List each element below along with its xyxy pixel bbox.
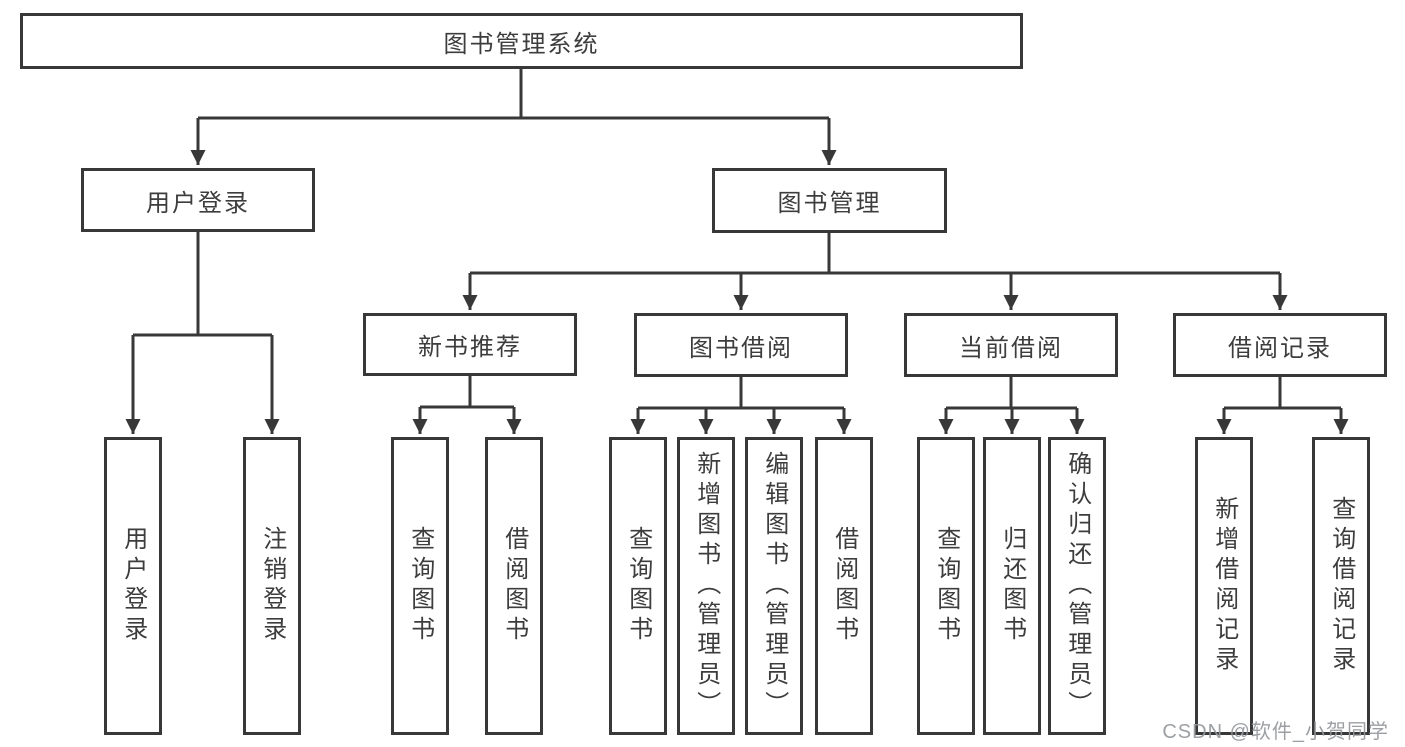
node-label: 用户登录 xyxy=(119,526,147,646)
node-label: 查询图书 xyxy=(406,526,434,646)
node-book-borrowing: 图书借阅 xyxy=(634,313,848,377)
node-library-management-system: 图书管理系统 xyxy=(20,13,1023,69)
node-confirm-return-admin: 确认归还（管理员） xyxy=(1048,437,1106,735)
node-label: 编辑图书（管理员） xyxy=(760,451,788,721)
node-label: 图书管理系统 xyxy=(443,30,600,58)
node-query-books-recommend: 查询图书 xyxy=(391,437,449,735)
node-label: 查询借阅记录 xyxy=(1327,496,1355,676)
node-label: 查询图书 xyxy=(624,526,652,646)
node-query-borrow-record: 查询借阅记录 xyxy=(1312,437,1370,735)
node-logout: 注销登录 xyxy=(243,437,301,735)
node-label: 新增图书（管理员） xyxy=(692,451,720,721)
node-new-book-recommend: 新书推荐 xyxy=(363,313,577,376)
node-label: 新书推荐 xyxy=(418,334,522,361)
node-edit-books-admin: 编辑图书（管理员） xyxy=(745,437,803,735)
node-current-borrowing: 当前借阅 xyxy=(904,313,1118,377)
node-label: 新增借阅记录 xyxy=(1210,496,1238,676)
csdn-watermark: CSDN @软件_小贺同学 xyxy=(1162,721,1389,743)
node-label: 借阅图书 xyxy=(830,526,858,646)
node-label: 确认归还（管理员） xyxy=(1063,451,1091,721)
node-label: 归还图书 xyxy=(998,526,1026,646)
node-return-books: 归还图书 xyxy=(983,437,1041,735)
node-label: 图书借阅 xyxy=(689,334,793,362)
node-user-login: 用户登录 xyxy=(81,168,315,232)
node-label: 借阅图书 xyxy=(500,526,528,646)
node-book-management: 图书管理 xyxy=(712,168,947,233)
node-label: 借阅记录 xyxy=(1228,334,1332,362)
node-add-borrow-record: 新增借阅记录 xyxy=(1195,437,1253,735)
node-query-books-current: 查询图书 xyxy=(917,437,975,735)
node-borrow-books: 借阅图书 xyxy=(815,437,873,735)
node-borrowing-records: 借阅记录 xyxy=(1173,313,1387,377)
node-add-books-admin: 新增图书（管理员） xyxy=(677,437,735,735)
node-label: 查询图书 xyxy=(932,526,960,646)
node-user-login-leaf: 用户登录 xyxy=(104,437,162,735)
node-borrow-books-recommend: 借阅图书 xyxy=(485,437,543,735)
node-label: 注销登录 xyxy=(258,526,286,646)
node-label: 当前借阅 xyxy=(959,334,1063,362)
node-label: 图书管理 xyxy=(777,190,882,217)
node-query-books-borrow: 查询图书 xyxy=(609,437,667,735)
node-label: 用户登录 xyxy=(146,189,250,217)
